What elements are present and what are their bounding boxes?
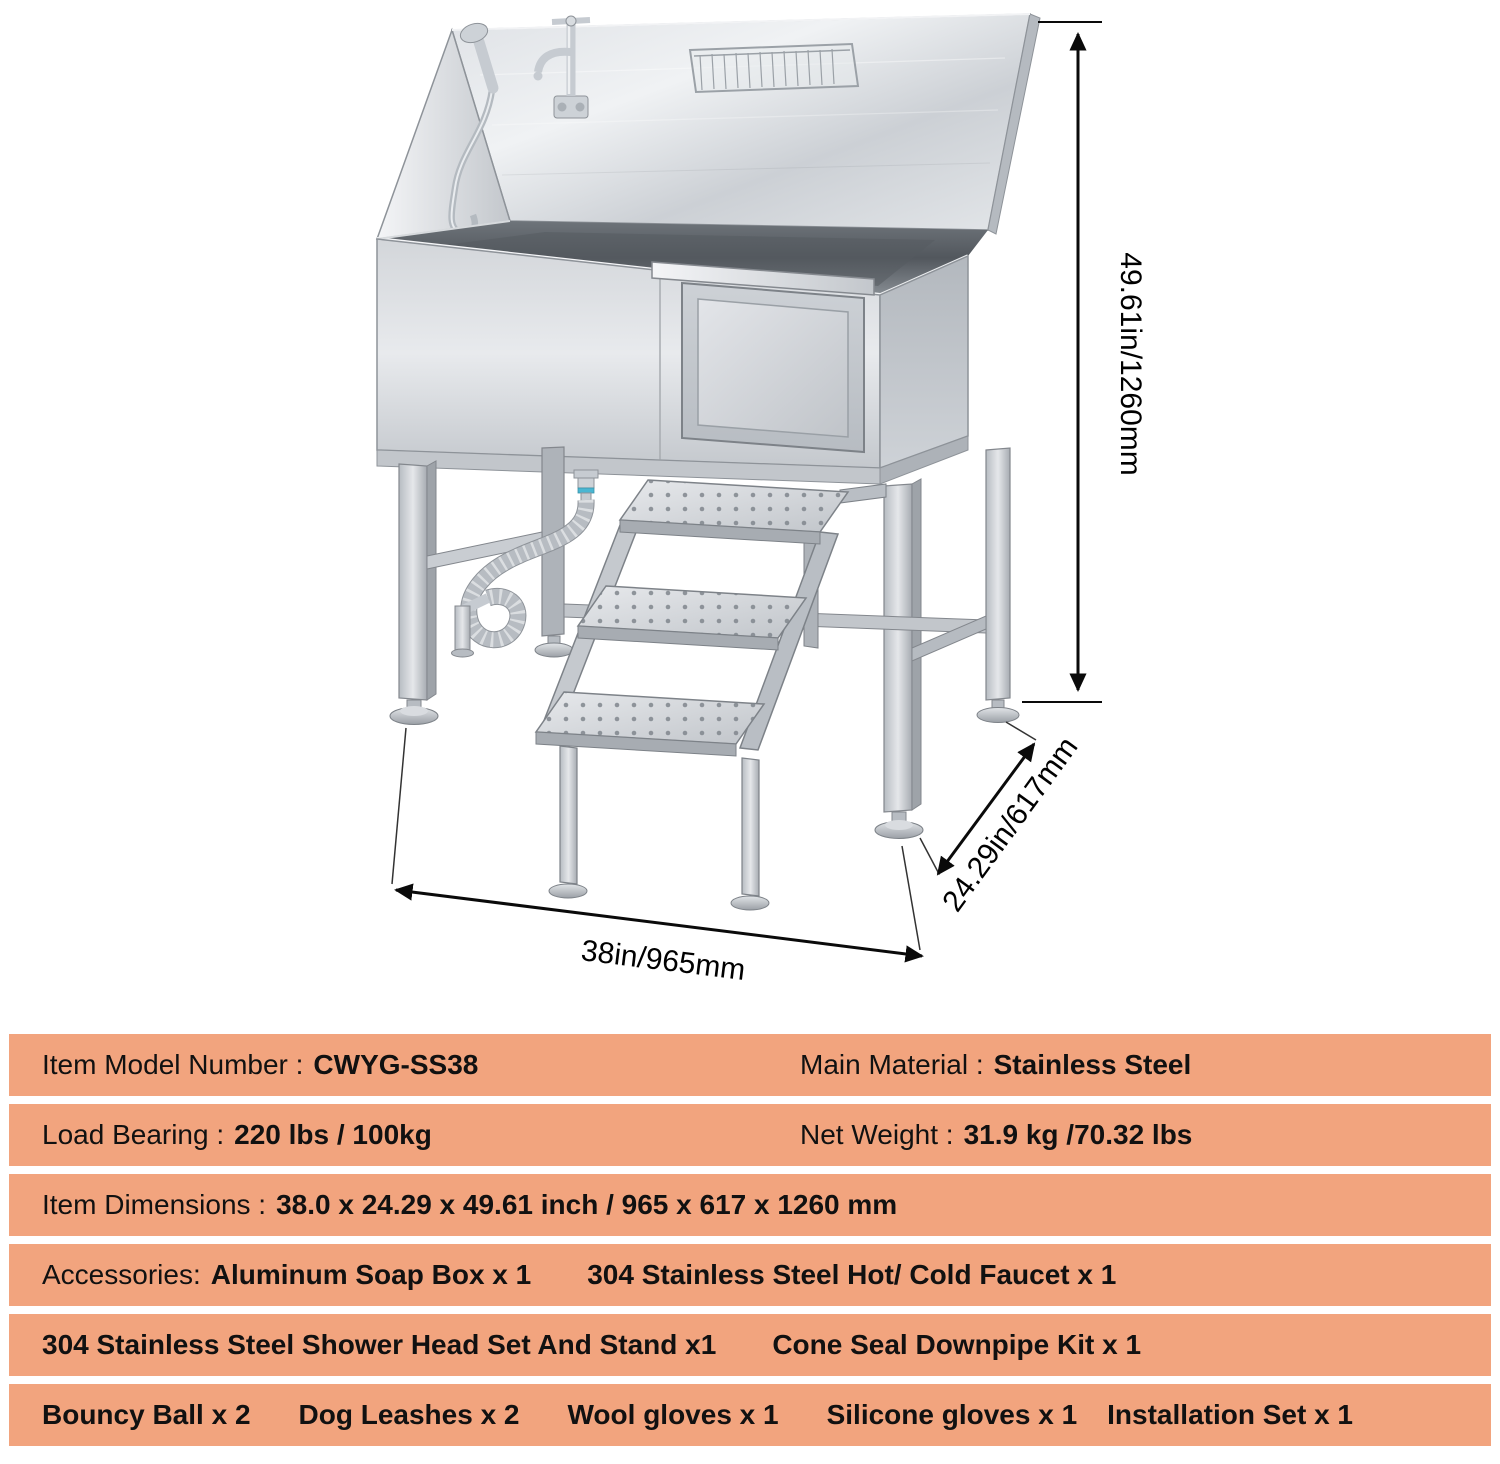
spec-row-accessories-1: Accessories: Aluminum Soap Box x 1 304 S… bbox=[9, 1244, 1491, 1306]
faucet bbox=[533, 15, 591, 119]
accessory-dog-leashes: Dog Leashes x 2 bbox=[298, 1399, 520, 1430]
spec-weight-label: Net Weight : bbox=[800, 1119, 954, 1150]
stairs-right-foot bbox=[730, 895, 770, 911]
spec-model: Item Model Number : CWYG-SS38 bbox=[42, 1049, 800, 1081]
tub-back-panel bbox=[375, 13, 1041, 240]
soap-basket bbox=[688, 42, 860, 94]
depth-dimension-label: 24.29in/617mm bbox=[936, 731, 1084, 918]
accessory-shower-head-set: 304 Stainless Steel Shower Head Set And … bbox=[42, 1329, 717, 1360]
accessory-silicone-gloves: Silicone gloves x 1 bbox=[826, 1399, 1078, 1430]
drain-hose bbox=[451, 469, 599, 658]
sprayer-head bbox=[459, 22, 489, 44]
stairs-right-stringer bbox=[738, 531, 840, 751]
spec-dimensions-value: 38.0 x 24.29 x 49.61 inch / 965 x 617 x … bbox=[276, 1189, 898, 1220]
rear-left-foot bbox=[534, 642, 574, 658]
rear-right-foot bbox=[976, 707, 1020, 723]
drain-ring bbox=[577, 487, 595, 494]
product-diagram-svg: 49.61in/1260mm 38in/965mm 24.29in/617mm bbox=[375, 13, 1147, 987]
spec-load-bearing: Load Bearing : 220 lbs / 100kg bbox=[42, 1119, 800, 1151]
dimension-height: 49.61in/1260mm bbox=[1022, 21, 1147, 703]
spec-row-accessories-2: 304 Stainless Steel Shower Head Set And … bbox=[9, 1314, 1491, 1376]
spec-row-model-material: Item Model Number : CWYG-SS38 Main Mater… bbox=[9, 1034, 1491, 1096]
accessory-downpipe-kit: Cone Seal Downpipe Kit x 1 bbox=[772, 1329, 1142, 1360]
stairs-left-leg bbox=[559, 745, 578, 885]
accessory-bouncy-ball: Bouncy Ball x 2 bbox=[42, 1399, 251, 1430]
rear-right-leg bbox=[985, 447, 1011, 701]
spec-accessories-label: Accessories: bbox=[42, 1259, 201, 1290]
accessory-wool-gloves: Wool gloves x 1 bbox=[567, 1399, 779, 1430]
spec-net-weight: Net Weight : 31.9 kg /70.32 lbs bbox=[800, 1119, 1192, 1151]
front-left-leg bbox=[398, 463, 428, 701]
accessory-installation-set: Installation Set x 1 bbox=[1107, 1399, 1354, 1430]
spec-material-value: Stainless Steel bbox=[993, 1049, 1192, 1080]
spec-model-label: Item Model Number : bbox=[42, 1049, 304, 1080]
faucet-spout bbox=[534, 47, 572, 73]
tub-legs-frame bbox=[389, 446, 1020, 839]
faucet-handle-cold bbox=[557, 102, 567, 112]
spec-material-label: Main Material : bbox=[800, 1049, 984, 1080]
spec-weight-value: 31.9 kg /70.32 lbs bbox=[963, 1119, 1193, 1150]
spec-row-load-weight: Load Bearing : 220 lbs / 100kg Net Weigh… bbox=[9, 1104, 1491, 1166]
front-right-leg bbox=[883, 483, 913, 813]
tub-body bbox=[376, 238, 969, 485]
spec-model-value: CWYG-SS38 bbox=[313, 1049, 479, 1080]
drain-downpipe bbox=[454, 605, 471, 653]
faucet-handle-hot bbox=[575, 102, 585, 112]
spec-material: Main Material : Stainless Steel bbox=[800, 1049, 1191, 1081]
spec-table: Item Model Number : CWYG-SS38 Main Mater… bbox=[0, 1034, 1500, 1446]
pet-stairs bbox=[534, 479, 887, 911]
width-dimension-label: 38in/965mm bbox=[579, 934, 747, 987]
height-dimension-label: 49.61in/1260mm bbox=[1114, 252, 1147, 475]
dimension-width: 38in/965mm bbox=[391, 727, 924, 987]
tub-door-handle bbox=[651, 261, 875, 296]
spec-dimensions-label: Item Dimensions : bbox=[42, 1189, 267, 1220]
stairs-right-leg bbox=[741, 757, 760, 897]
stairs-left-foot bbox=[548, 883, 588, 899]
spec-row-dimensions: Item Dimensions : 38.0 x 24.29 x 49.61 i… bbox=[9, 1174, 1491, 1236]
accessory-soap-box: Aluminum Soap Box x 1 bbox=[210, 1259, 532, 1290]
dimension-depth: 24.29in/617mm bbox=[919, 721, 1084, 918]
sprayer-handle bbox=[473, 36, 499, 94]
product-illustration: 49.61in/1260mm 38in/965mm 24.29in/617mm bbox=[375, 13, 1147, 987]
spec-load-value: 220 lbs / 100kg bbox=[234, 1119, 432, 1150]
spec-row-accessories-3: Bouncy Ball x 2 Dog Leashes x 2 Wool glo… bbox=[9, 1384, 1491, 1446]
accessory-faucet: 304 Stainless Steel Hot/ Cold Faucet x 1 bbox=[587, 1259, 1117, 1290]
spec-load-label: Load Bearing : bbox=[42, 1119, 225, 1150]
right-brace bbox=[911, 615, 987, 662]
